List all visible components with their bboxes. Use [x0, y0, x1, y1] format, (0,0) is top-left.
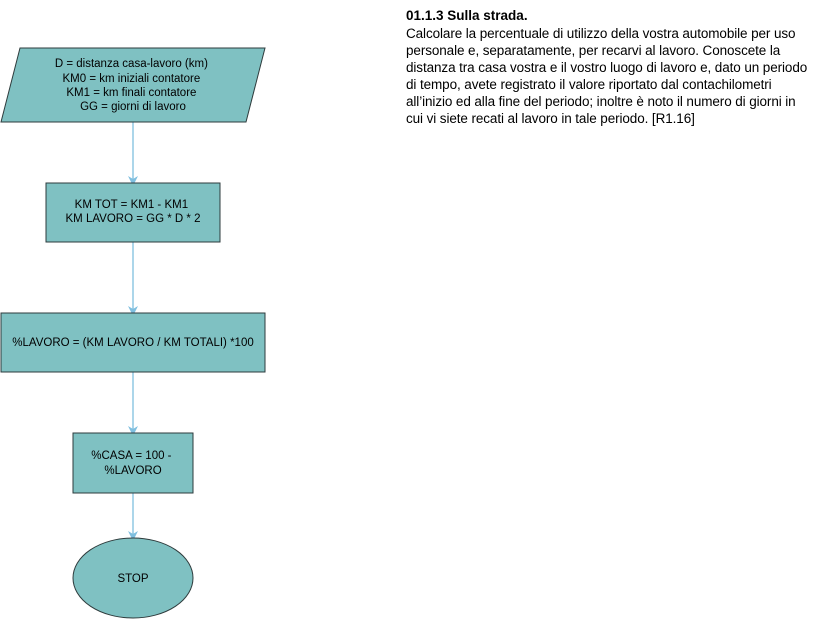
- process3-line: %LAVORO: [104, 465, 161, 477]
- process-node-percent-lavoro: %LAVORO = (KM LAVORO / KM TOTALI) *100: [0, 312, 266, 373]
- exercise-title: 01.1.3 Sulla strada.: [406, 8, 528, 23]
- process1-box: [45, 182, 221, 243]
- process2-line: %LAVORO = (KM LAVORO / KM TOTALI) *100: [12, 337, 253, 349]
- stop-label: STOP: [117, 573, 148, 585]
- input-line: KM1 = km finali contatore: [66, 87, 196, 99]
- process3-box: [72, 432, 194, 494]
- input-line: GG = giorni di lavoro: [80, 101, 186, 113]
- process-node-percent-casa: %CASA = 100 - %LAVORO: [72, 432, 194, 494]
- process1-text: KM TOT = KM1 - KM1 KM LAVORO = GG * D * …: [66, 199, 201, 225]
- exercise-body: Calcolare la percentuale di utilizzo del…: [406, 26, 808, 126]
- process-node-km-totals: KM TOT = KM1 - KM1 KM LAVORO = GG * D * …: [45, 182, 221, 243]
- process2-box: [0, 312, 266, 373]
- exercise-description: 01.1.3 Sulla strada. Calcolare la percen…: [406, 8, 816, 127]
- process3-text: %CASA = 100 - %LAVORO: [91, 450, 174, 477]
- input-text: D = distanza casa-lavoro (km) KM0 = km i…: [55, 58, 211, 113]
- process2-text: %LAVORO = (KM LAVORO / KM TOTALI) *100: [12, 337, 253, 349]
- process3-line: %CASA = 100 -: [91, 450, 171, 462]
- input-node: D = distanza casa-lavoro (km) KM0 = km i…: [0, 47, 266, 123]
- stop-terminator-node: STOP: [72, 537, 194, 619]
- flowchart-diagram: D = distanza casa-lavoro (km) KM0 = km i…: [0, 47, 266, 619]
- input-parallelogram-shape: [0, 47, 266, 123]
- stop-label-text: STOP: [117, 573, 148, 585]
- process1-line: KM LAVORO = GG * D * 2: [66, 213, 201, 225]
- input-line: D = distanza casa-lavoro (km): [55, 58, 208, 70]
- stop-ellipse: [72, 537, 194, 619]
- input-line: KM0 = km iniziali contatore: [63, 73, 201, 85]
- process1-line: KM TOT = KM1 - KM1: [75, 199, 188, 211]
